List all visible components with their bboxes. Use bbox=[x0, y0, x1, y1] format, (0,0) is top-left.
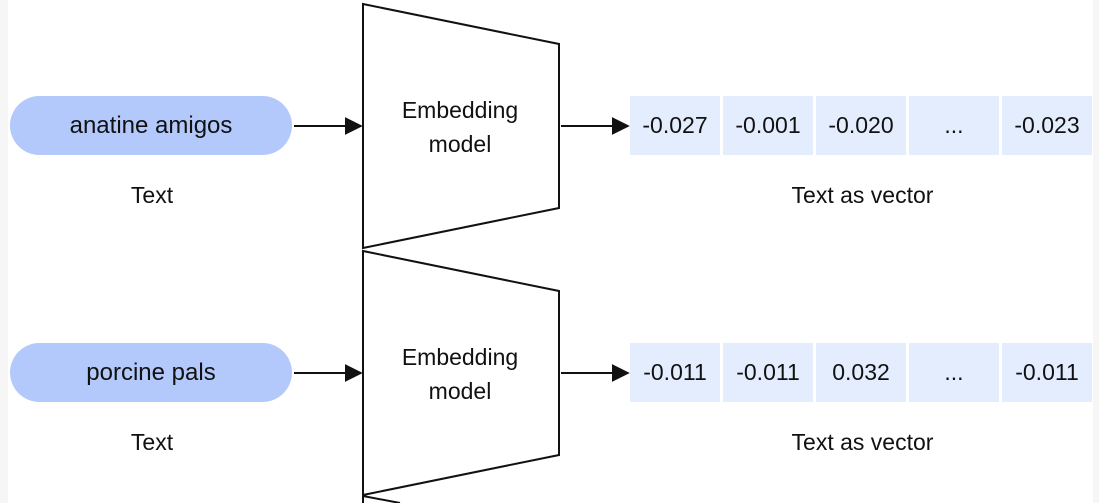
input-caption-1: Text bbox=[130, 182, 174, 208]
vector-caption-1: Text as vector bbox=[791, 182, 934, 208]
model-label-line1-2: Embedding bbox=[401, 344, 519, 370]
vector-cell: -0.011 bbox=[630, 343, 720, 402]
vector-cell: -0.020 bbox=[816, 96, 906, 155]
vector-cell: -0.023 bbox=[1002, 96, 1092, 155]
vector-cell: -0.027 bbox=[630, 96, 720, 155]
right-frame-edge bbox=[1093, 0, 1099, 503]
embedding-model-shape-2 bbox=[362, 249, 560, 497]
vector-caption-2: Text as vector bbox=[791, 429, 934, 455]
vector-cell: 0.032 bbox=[816, 343, 906, 402]
model-label-line1-1: Embedding bbox=[401, 97, 519, 123]
input-caption-2: Text bbox=[130, 429, 174, 455]
vector-cell-ellipsis: ... bbox=[909, 96, 999, 155]
model-label-line2-2: model bbox=[428, 378, 492, 404]
left-frame-edge bbox=[0, 0, 8, 503]
vector-cell-ellipsis: ... bbox=[909, 343, 999, 402]
model-label-line2-1: model bbox=[428, 131, 492, 157]
embedding-model-shape-1 bbox=[362, 2, 560, 250]
vector-cell: -0.011 bbox=[723, 343, 813, 402]
input-text-pill-1: anatine amigos bbox=[10, 96, 292, 155]
input-text-pill-2: porcine pals bbox=[10, 343, 292, 402]
vector-cell: -0.011 bbox=[1002, 343, 1092, 402]
embedding-model-shape-partial bbox=[362, 495, 401, 503]
vector-cell: -0.001 bbox=[723, 96, 813, 155]
